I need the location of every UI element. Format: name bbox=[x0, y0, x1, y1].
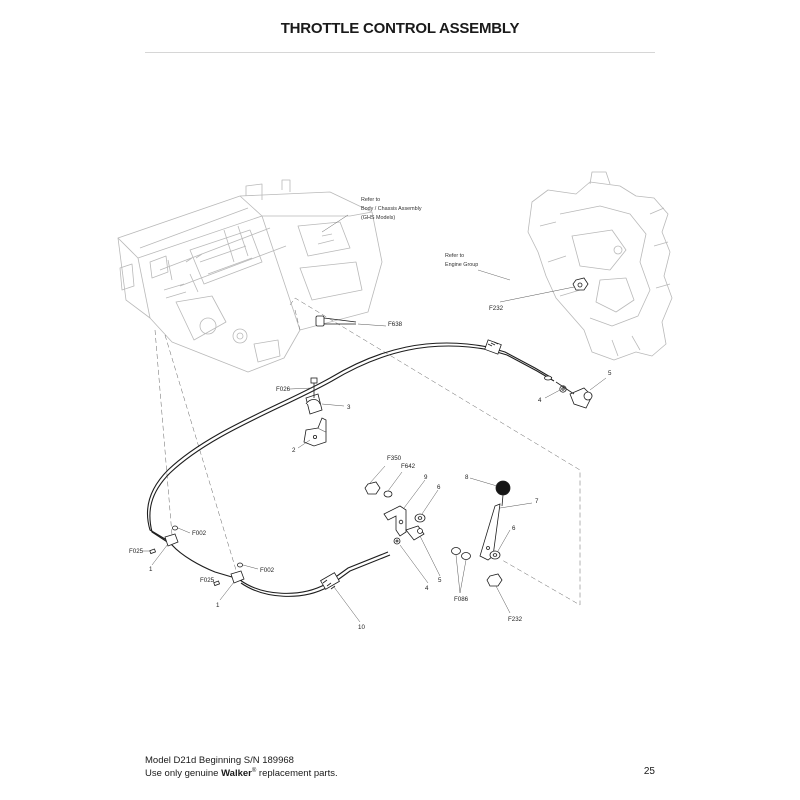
note-engine-line2: Engine Group bbox=[445, 262, 478, 268]
callout-6-bottom: 6 bbox=[512, 525, 516, 532]
callout-f232-top: F232 bbox=[489, 305, 504, 312]
bolt-f638 bbox=[315, 315, 357, 327]
callout-4-top: 4 bbox=[538, 397, 542, 404]
note-chassis-line1: Refer to bbox=[361, 197, 380, 203]
footer-parts-suffix: replacement parts. bbox=[256, 768, 338, 780]
callout-8: 8 bbox=[465, 474, 469, 481]
callout-leaders bbox=[143, 286, 607, 623]
cable-end-clamps bbox=[149, 525, 245, 587]
callout-3: 3 bbox=[347, 404, 351, 411]
callout-f002-left: F002 bbox=[192, 530, 207, 537]
callout-f642: F642 bbox=[401, 463, 416, 470]
callout-6-top: 6 bbox=[437, 484, 441, 491]
callout-4-bottom: 4 bbox=[425, 585, 429, 592]
callout-7: 7 bbox=[535, 498, 539, 505]
callout-2: 2 bbox=[292, 447, 296, 454]
callout-5-top: 5 bbox=[608, 370, 612, 377]
note-chassis-line3: (GHS Models) bbox=[361, 215, 395, 221]
throttle-cable-10 bbox=[146, 342, 555, 597]
engine-block-drawing bbox=[527, 171, 673, 361]
callout-5-bottom: 5 bbox=[438, 577, 442, 584]
engine-end-parts bbox=[555, 277, 593, 409]
callout-f086: F086 bbox=[454, 596, 469, 603]
title-divider bbox=[145, 52, 655, 53]
chassis-body-drawing bbox=[117, 179, 383, 373]
callout-9: 9 bbox=[424, 474, 428, 481]
callout-f232-bottom: F232 bbox=[508, 616, 523, 623]
cable-fittings bbox=[320, 339, 552, 590]
callout-f025-left: F025 bbox=[129, 548, 144, 555]
footer: Model D21d Beginning S/N 189968 Use only… bbox=[145, 755, 660, 779]
footer-model-line: Model D21d Beginning S/N 189968 bbox=[145, 755, 294, 766]
callout-f002-right: F002 bbox=[260, 567, 275, 574]
callout-f350: F350 bbox=[387, 455, 402, 462]
reference-lines bbox=[154, 214, 581, 606]
footer-parts-prefix: Use only genuine bbox=[145, 768, 222, 780]
callout-1-left: 1 bbox=[149, 566, 153, 573]
clamp-and-bracket bbox=[303, 377, 327, 447]
callout-10: 10 bbox=[358, 624, 365, 631]
footer-brand: Walker bbox=[221, 768, 252, 780]
callout-f026: F026 bbox=[276, 386, 291, 393]
throttle-lever-parts bbox=[364, 480, 511, 587]
page-number: 25 bbox=[643, 766, 655, 777]
callout-1-right: 1 bbox=[216, 602, 220, 609]
callout-f638: F638 bbox=[388, 321, 403, 328]
note-chassis-line2: Body / Chassis Assembly bbox=[361, 206, 422, 212]
callout-f025-right: F025 bbox=[200, 577, 215, 584]
footer-registered-mark: ® bbox=[251, 768, 257, 774]
footer-parts-line: Use only genuine Walker® replacement par… bbox=[145, 766, 660, 779]
note-engine-line1: Refer to bbox=[445, 253, 464, 259]
page-title: THROTTLE CONTROL ASSEMBLY bbox=[280, 20, 520, 37]
